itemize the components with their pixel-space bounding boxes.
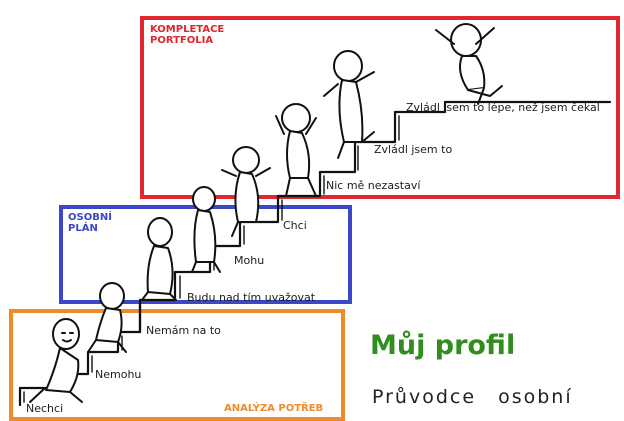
- figure-zvladl-jsem-to: [323, 50, 375, 159]
- step-label-zvladl-jsem-to: Zvládl jsem to: [374, 143, 453, 156]
- figure-budu: [191, 186, 221, 273]
- figure-mohu: [221, 146, 271, 237]
- step-label-zvladl-lepe: Zvládl jsem to lépe, než jsem čekal: [406, 101, 600, 114]
- completion-section-title: KOMPLETACE PORTFOLIA: [150, 24, 225, 46]
- step-label-budu: Budu nad tím uvažovat: [187, 291, 316, 304]
- step-label-nemam-na-to: Nemám na to: [146, 324, 221, 337]
- step-label-nemohu: Nemohu: [95, 368, 142, 381]
- completion-section-frame: [140, 16, 620, 199]
- step-label-nic-me-nezastavi: Nic mě nezastaví: [326, 179, 421, 192]
- profile-subtitle: Průvodce osobní: [372, 386, 573, 408]
- step-label-mohu: Mohu: [234, 254, 265, 267]
- figure-nechci: [29, 318, 83, 403]
- step-label-chci: Chci: [283, 219, 307, 232]
- figure-nic-me-nezastavi: [275, 103, 317, 197]
- profile-title: Můj profil: [370, 330, 516, 361]
- figure-nemam-na-to: [141, 217, 177, 301]
- staircase-outline: [18, 100, 612, 407]
- step-label-nechci: Nechci: [26, 402, 64, 415]
- analysis-section-title: ANALÝZA POTŘEB: [224, 403, 324, 414]
- plan-section-title: OSOBNÍ PLÁN: [68, 212, 112, 234]
- figure-nemohu: [87, 282, 127, 353]
- figure-zvladl-lepe: [435, 23, 503, 105]
